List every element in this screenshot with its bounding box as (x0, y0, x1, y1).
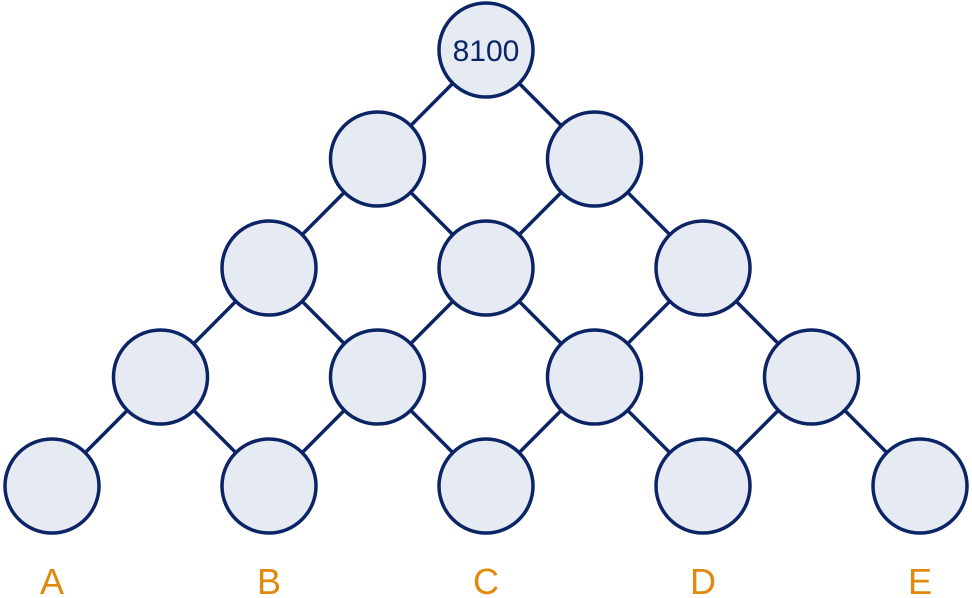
column-label-b: B (257, 561, 281, 598)
node-r4-n0 (3, 437, 101, 535)
node-r1-n0 (328, 110, 427, 208)
node-r1-n1 (545, 110, 644, 208)
node-r2-n0 (220, 219, 318, 317)
node-r2-n2 (654, 219, 752, 317)
node-r4-n1 (220, 437, 318, 535)
node-r4-n2 (437, 437, 535, 535)
column-label-e: E (908, 561, 932, 598)
node-r2-n1 (437, 219, 535, 317)
column-label-a: A (40, 561, 64, 598)
column-labels-layer: A B C D E (40, 561, 932, 598)
node-r4-n4 (871, 437, 969, 535)
node-r3-n0 (111, 328, 210, 426)
node-r3-n2 (545, 328, 644, 426)
root-value: 8100 (453, 35, 520, 68)
node-r3-n3 (762, 328, 861, 426)
nodes-layer: 8100 (3, 1, 969, 535)
column-label-c: C (473, 561, 499, 598)
node-r4-n3 (654, 437, 752, 535)
node-r0-n0 (437, 1, 535, 99)
node-r3-n1 (328, 328, 427, 426)
column-label-d: D (690, 561, 716, 598)
